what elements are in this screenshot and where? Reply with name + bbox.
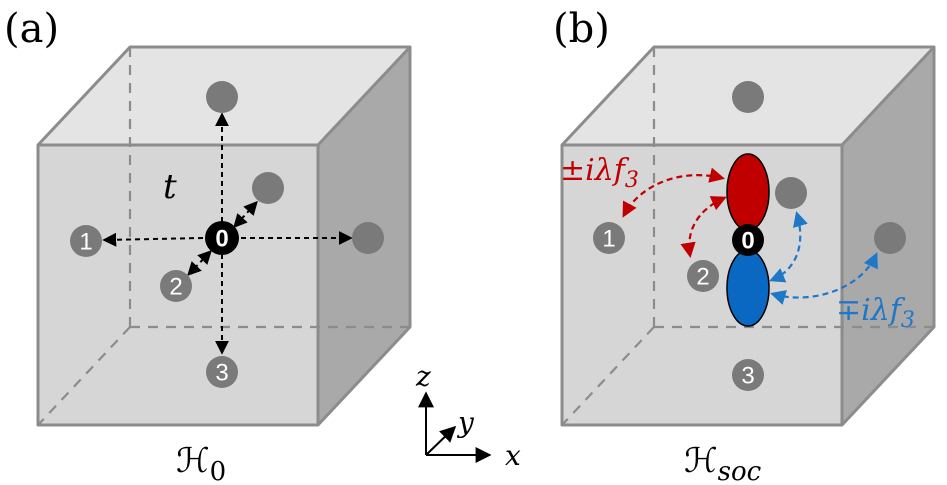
panel-b: (b) 1 2 3 0 ±iλf — [553, 6, 936, 485]
panel-a: (a) 1 2 3 0 t ℋ0 — [4, 6, 412, 485]
site-b-back — [775, 177, 807, 209]
origin-b-label: 0 — [741, 228, 754, 255]
caption-a-main: ℋ — [176, 441, 210, 481]
axis-y — [425, 425, 457, 456]
cube-b-top-edges — [560, 45, 936, 147]
red-arrow-to-site-2 — [680, 196, 727, 259]
orbital-upper-lobe — [726, 153, 770, 231]
caption-a: ℋ0 — [176, 441, 226, 485]
site-1-label: 1 — [79, 229, 92, 256]
axis-y-label: y — [456, 406, 475, 439]
cube-b-hidden-edge-diagonal — [561, 326, 655, 426]
panel-b-label: (b) — [553, 6, 610, 52]
cube-a-hidden-edge-diagonal — [37, 326, 131, 426]
site-3 — [206, 356, 238, 388]
site-b-top — [732, 81, 764, 113]
site-2-label: 2 — [169, 274, 182, 301]
site-b-1-label: 1 — [602, 226, 615, 253]
caption-a-sub: 0 — [210, 457, 227, 485]
blue-term-main: ∓iλf — [836, 293, 906, 328]
site-b-right — [874, 222, 906, 254]
site-back — [252, 172, 284, 204]
panel-a-label: (a) — [4, 6, 59, 52]
site-b-3 — [732, 359, 764, 391]
origin-b-site — [732, 224, 764, 256]
cube-a-side-edges — [316, 47, 412, 427]
site-top — [206, 81, 238, 113]
site-b-1 — [593, 222, 625, 254]
blue-term-sub: 3 — [901, 308, 915, 333]
axis-x-label: x — [505, 439, 521, 472]
site-1 — [70, 225, 102, 257]
cube-a-top-edges — [36, 45, 412, 147]
axis-z-label: z — [415, 360, 431, 393]
caption-b-sub: soc — [718, 457, 762, 485]
hopping-label: t — [163, 167, 177, 207]
red-arrow-to-site-1 — [622, 167, 725, 218]
axes-indicator: z y x — [415, 360, 521, 472]
site-2 — [160, 270, 192, 302]
hop-left-arrow — [102, 232, 204, 247]
red-term-sub: 3 — [625, 168, 639, 193]
caption-b-main: ℋ — [684, 441, 718, 481]
red-term: ±iλf3 — [560, 153, 639, 193]
caption-b: ℋsoc — [684, 441, 762, 485]
cube-b-side-edges — [840, 47, 936, 427]
site-3-label: 3 — [215, 360, 228, 387]
red-term-main: ±iλf — [560, 153, 630, 188]
orbital-lower-lobe — [726, 249, 770, 327]
site-b-2-label: 2 — [696, 264, 709, 291]
site-b-3-label: 3 — [741, 363, 754, 390]
origin-label: 0 — [215, 226, 228, 253]
site-b-2 — [687, 260, 719, 292]
blue-arrow-to-right-site — [770, 252, 878, 305]
site-right — [352, 222, 384, 254]
origin-site — [205, 221, 239, 255]
blue-term: ∓iλf3 — [836, 293, 915, 333]
